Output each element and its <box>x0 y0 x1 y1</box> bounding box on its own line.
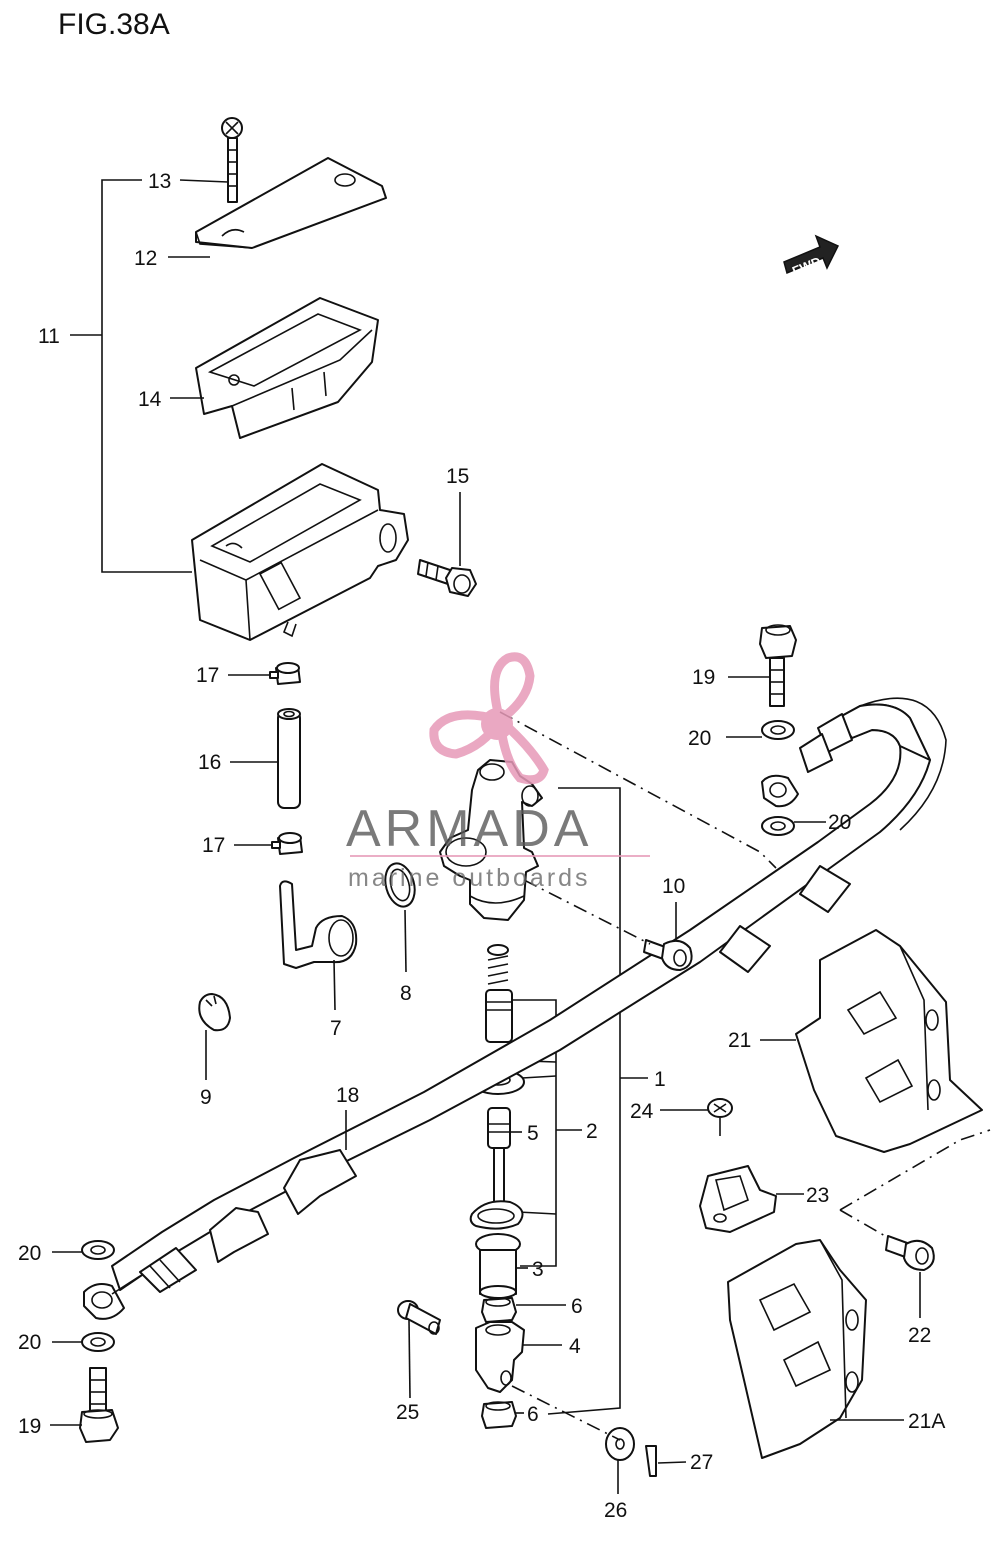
cap-screw <box>179 117 243 203</box>
piston <box>485 989 513 1043</box>
label-5: 5 <box>527 1122 539 1145</box>
label-14: 14 <box>138 388 162 411</box>
pin-washer <box>605 1427 635 1494</box>
label-25: 25 <box>396 1401 419 1424</box>
reservoir-hose <box>230 708 301 809</box>
label-23: 23 <box>806 1184 829 1207</box>
label-26: 26 <box>604 1499 627 1522</box>
label-20-a: 20 <box>688 727 711 750</box>
pushrod <box>487 1107 522 1205</box>
label-1: 1 <box>654 1068 666 1091</box>
reservoir-body <box>191 463 409 641</box>
label-19-upper: 19 <box>692 666 715 689</box>
reservoir-diaphragm <box>170 297 379 439</box>
banjo-bolt-upper <box>728 624 797 707</box>
figure-title: FIG.38A <box>58 8 170 41</box>
label-10: 10 <box>662 875 685 898</box>
label-8: 8 <box>400 982 412 1005</box>
label-3: 3 <box>532 1258 544 1281</box>
pushrod-circlip <box>469 1200 524 1230</box>
o-ring <box>384 862 416 973</box>
reservoir-cap <box>168 157 387 258</box>
label-20-c: 20 <box>18 1242 41 1265</box>
label-9: 9 <box>200 1086 212 1109</box>
reservoir-bracket <box>70 179 192 573</box>
label-20-b: 20 <box>828 811 851 834</box>
master-cylinder-bracket <box>547 787 648 1415</box>
heel-guard-alt <box>727 1239 904 1459</box>
banjo-bolt-lower <box>50 1367 119 1443</box>
crush-washer-d <box>52 1332 115 1352</box>
label-2: 2 <box>586 1120 598 1143</box>
fwd-arrow-icon: FWD <box>783 234 840 279</box>
crush-washer-b <box>761 816 826 836</box>
crush-washer-c <box>52 1240 115 1260</box>
dust-boot <box>475 1233 528 1299</box>
reservoir-bolt <box>417 492 477 597</box>
cotter-pin <box>645 1445 687 1477</box>
label-17-lower: 17 <box>202 834 225 857</box>
label-21A: 21A <box>908 1410 945 1433</box>
circlip <box>198 993 231 1080</box>
heel-guard <box>760 929 983 1153</box>
brake-hose <box>83 697 947 1320</box>
guard-bolt <box>885 1235 935 1318</box>
clevis <box>475 1321 562 1393</box>
leader-dashes <box>499 711 991 1441</box>
guard-bracket <box>699 1165 804 1233</box>
lock-nut-lower <box>481 1401 524 1429</box>
watermark-tagline: marine outboards <box>348 864 591 892</box>
piston-spring <box>487 944 509 985</box>
label-6-lower: 6 <box>527 1403 539 1426</box>
label-22: 22 <box>908 1324 931 1347</box>
part-labels: 13 12 11 14 15 17 16 17 19 20 20 10 8 7 … <box>18 170 945 1522</box>
label-15: 15 <box>446 465 469 488</box>
watermark-brand: ARMADA <box>346 800 592 858</box>
label-19-lower: 19 <box>18 1415 41 1438</box>
hose-clamp-upper <box>228 662 301 685</box>
clevis-pin <box>397 1300 441 1399</box>
label-11: 11 <box>38 325 60 348</box>
label-17-upper: 17 <box>196 664 219 687</box>
crush-washer-a <box>726 720 795 740</box>
lock-nut-upper <box>481 1297 566 1323</box>
label-24: 24 <box>630 1100 654 1123</box>
label-16: 16 <box>198 751 221 774</box>
guard-screw <box>660 1098 733 1136</box>
cylinder-mount-bolt <box>643 902 693 971</box>
label-21: 21 <box>728 1029 751 1052</box>
label-20-d: 20 <box>18 1331 41 1354</box>
label-12: 12 <box>134 247 157 270</box>
label-27: 27 <box>690 1451 713 1474</box>
label-13: 13 <box>148 170 171 193</box>
label-7: 7 <box>330 1017 342 1040</box>
label-4: 4 <box>569 1335 581 1358</box>
label-6-upper: 6 <box>571 1295 583 1318</box>
hose-clamp-lower <box>234 832 303 855</box>
label-18: 18 <box>336 1084 359 1107</box>
armada-logo-icon <box>429 652 549 785</box>
hose-connector <box>279 880 358 1011</box>
